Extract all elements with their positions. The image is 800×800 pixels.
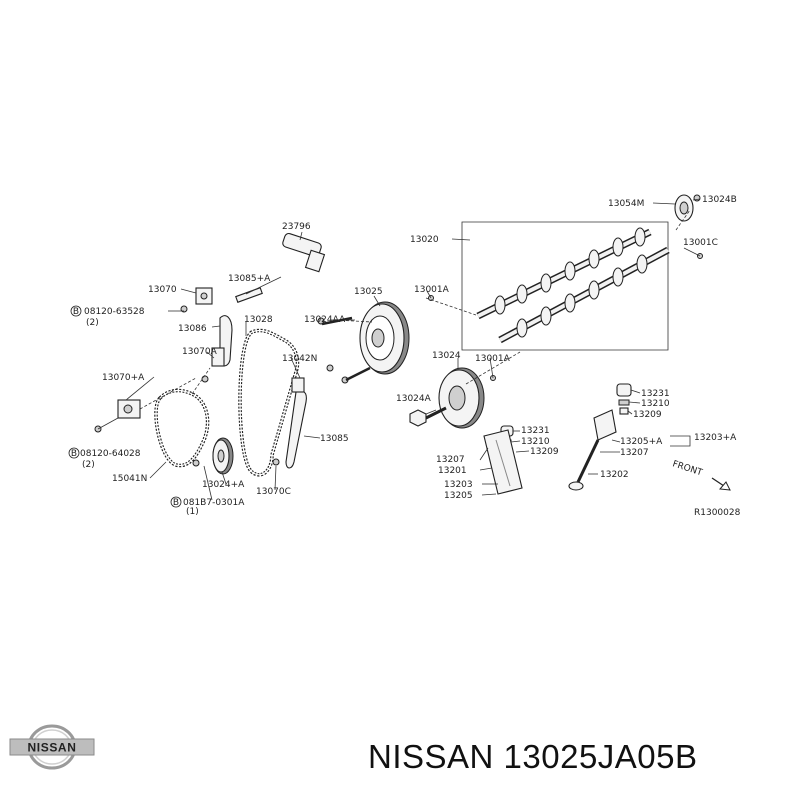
crank-sprocket bbox=[212, 437, 234, 475]
chain-guide-13085 bbox=[285, 389, 307, 469]
bolt-marker-letter: B bbox=[73, 307, 79, 317]
label-13086: 13086 bbox=[178, 324, 207, 334]
dashed-leaders bbox=[139, 209, 691, 410]
label-13085: 13085 bbox=[320, 434, 349, 444]
label-13070-A: 13070+A bbox=[102, 373, 145, 383]
bolt-markers bbox=[68, 305, 182, 508]
bolt-13024A bbox=[409, 406, 447, 427]
label-23796: 23796 bbox=[282, 222, 311, 232]
label-13070: 13070 bbox=[148, 285, 177, 295]
label-13001A-mid: 13001A bbox=[475, 354, 511, 364]
part-13042N bbox=[291, 377, 305, 393]
label-13201: 13201 bbox=[438, 466, 467, 476]
bolt-marker-letter: B bbox=[173, 498, 179, 508]
exhaust-sprocket bbox=[674, 194, 701, 222]
bolt-marker-letter: B bbox=[71, 449, 77, 459]
valve-assembly-right bbox=[568, 383, 632, 491]
intake-camshaft bbox=[476, 227, 652, 320]
sensor-23796 bbox=[282, 232, 326, 273]
leader-lines bbox=[97, 198, 701, 501]
chain-guide-13085A bbox=[235, 287, 263, 303]
reference-code: R1300028 bbox=[694, 508, 741, 518]
chain-tensioner-13070-A bbox=[117, 399, 141, 419]
label-13205: 13205 bbox=[444, 491, 473, 501]
label-081B7-0301A: 081B7-0301A bbox=[183, 498, 245, 508]
label-13024-A: 13024+A bbox=[202, 480, 245, 490]
label-13054M: 13054M bbox=[608, 199, 644, 209]
label-13207-b: 13207 bbox=[436, 455, 465, 465]
label-13231-a: 13231 bbox=[641, 389, 670, 399]
label-081B7-qty: (1) bbox=[186, 507, 199, 517]
label-13042N: 13042N bbox=[282, 354, 317, 364]
nissan-logo: NISSAN bbox=[9, 724, 95, 770]
valve-assembly-left bbox=[483, 425, 523, 495]
label-13085A: 13085+A bbox=[228, 274, 271, 284]
chain-tensioner-13070 bbox=[195, 287, 213, 305]
label-13209-a: 13209 bbox=[633, 410, 662, 420]
part-number-caption: NISSAN 13025JA05B bbox=[368, 738, 698, 775]
label-13209-b: 13209 bbox=[530, 447, 559, 457]
label-13202: 13202 bbox=[600, 470, 629, 480]
label-13024AA: 13024AA bbox=[304, 315, 346, 325]
camshaft-sprocket-13025 bbox=[359, 301, 410, 375]
label-08120-63528: 08120-63528 bbox=[84, 307, 145, 317]
logo-text: NISSAN bbox=[28, 741, 77, 755]
label-13001C: 13001C bbox=[683, 238, 718, 248]
exhaust-camshaft bbox=[498, 246, 670, 344]
label-13231-b: 13231 bbox=[521, 426, 550, 436]
label-13024B: 13024B bbox=[702, 195, 737, 205]
label-13207-a: 13207 bbox=[620, 448, 649, 458]
label-13203: 13203 bbox=[444, 480, 473, 490]
label-13020: 13020 bbox=[410, 235, 439, 245]
chain-tensioner-13070A bbox=[211, 347, 225, 367]
label-13001A-top: 13001A bbox=[414, 285, 450, 295]
label-13024: 13024 bbox=[432, 351, 461, 361]
camshaft-sprocket-13024 bbox=[438, 367, 485, 429]
label-08120-64028-qty: (2) bbox=[82, 460, 95, 470]
label-13025: 13025 bbox=[354, 287, 383, 297]
camshaft-frame bbox=[461, 221, 669, 351]
front-arrow bbox=[711, 477, 731, 491]
label-08120-63528-qty: (2) bbox=[86, 318, 99, 328]
label-08120-64028: 08120-64028 bbox=[80, 449, 141, 459]
label-13203A: 13203+A bbox=[694, 433, 737, 443]
label-13210-b: 13210 bbox=[521, 437, 550, 447]
label-13024A: 13024A bbox=[396, 394, 432, 404]
label-13210-a: 13210 bbox=[641, 399, 670, 409]
label-15041N: 15041N bbox=[112, 474, 147, 484]
label-13070C: 13070C bbox=[256, 487, 291, 497]
timing-chain-15041N bbox=[154, 388, 210, 468]
label-13205A: 13205+A bbox=[620, 437, 663, 447]
label-13028: 13028 bbox=[244, 315, 273, 325]
front-label: FRONT bbox=[671, 459, 704, 478]
label-13070A: 13070A bbox=[182, 347, 218, 357]
